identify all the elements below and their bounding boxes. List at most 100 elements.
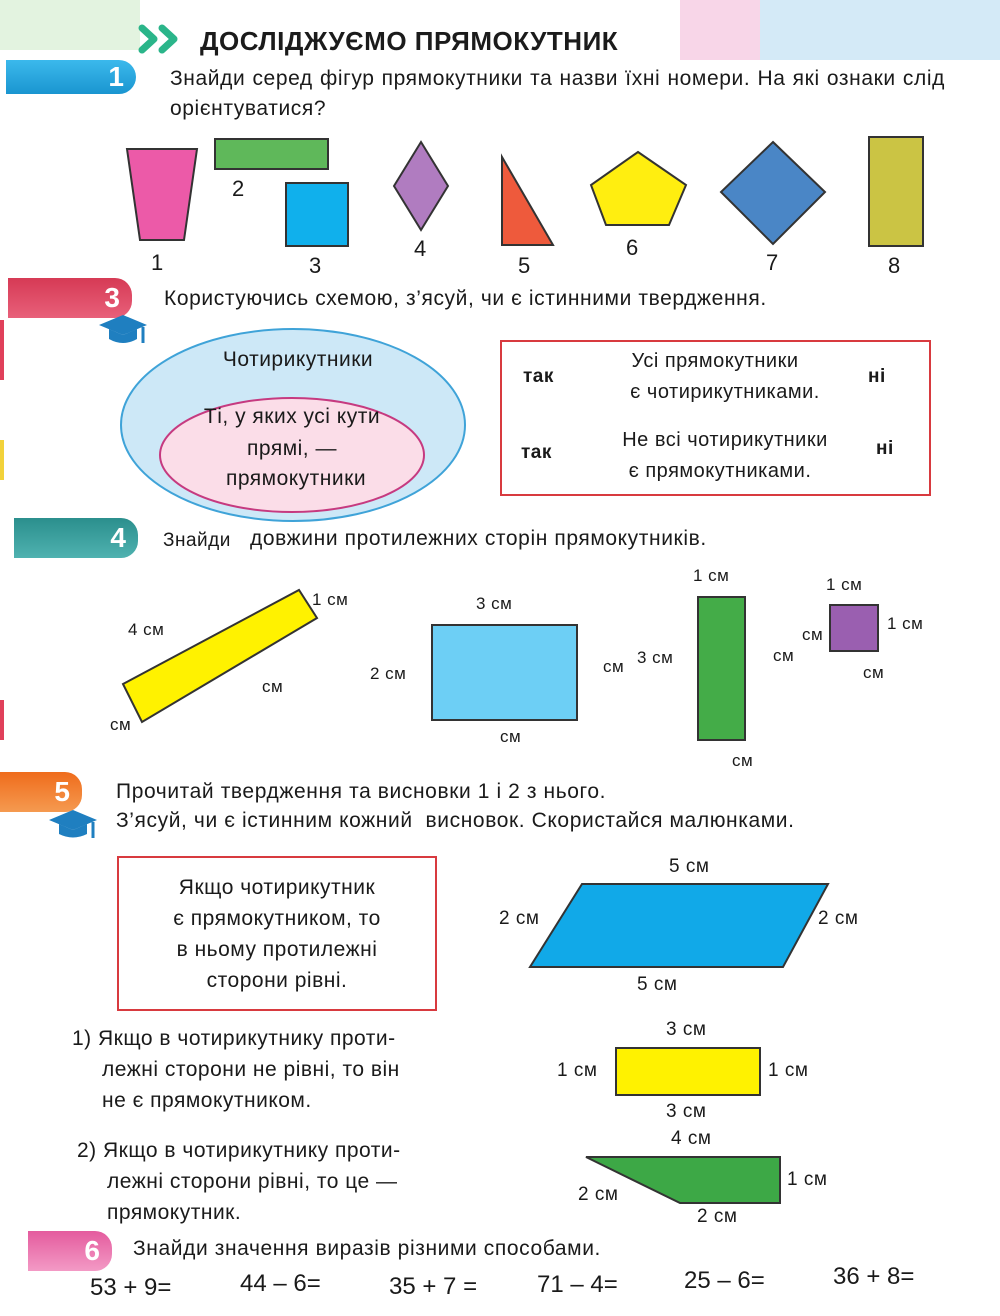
task-4-number: 4 bbox=[110, 522, 126, 553]
statement-1-yes[interactable]: так bbox=[523, 366, 554, 387]
task-4-figures bbox=[121, 588, 879, 741]
task-1-figures bbox=[125, 136, 924, 247]
fig1-label-d: см bbox=[110, 715, 132, 734]
theorem-line-3: в ньому протилежні bbox=[176, 938, 378, 961]
bg-strip-blue bbox=[760, 0, 1000, 60]
expression-1: 53 + 9= bbox=[90, 1274, 172, 1301]
statement-2-yes[interactable]: так bbox=[521, 442, 552, 463]
task-3-text: Користуючись схемою, з’ясуй, чи є істинн… bbox=[164, 287, 767, 310]
theorem-line-4: сторони рівні. bbox=[206, 969, 348, 992]
para-label-bottom: 5 см bbox=[637, 974, 678, 995]
figure-3-blue-square bbox=[285, 182, 349, 247]
trap-label-bottom: 2 см bbox=[697, 1206, 738, 1227]
rect-label-right: 1 см bbox=[768, 1060, 809, 1081]
figure-2-green-rect bbox=[214, 138, 329, 170]
statement-2-no[interactable]: ні bbox=[876, 438, 894, 459]
bg-strip-left-yellow bbox=[0, 440, 4, 480]
task-5-badge: 5 bbox=[0, 772, 82, 812]
task-4-text: довжини протилежних сторін прямокутників… bbox=[250, 527, 707, 550]
task-1-badge: 1 bbox=[6, 60, 136, 94]
fig3-label-bottom: см bbox=[732, 751, 754, 770]
fig2-label-bottom: см bbox=[500, 727, 522, 746]
statements-box bbox=[500, 340, 931, 496]
statement-2-line1: Не всі чотирикутники bbox=[622, 429, 828, 451]
statement-1-line1: Усі прямокутники bbox=[631, 350, 799, 372]
expression-5: 25 – 6= bbox=[684, 1267, 765, 1294]
para-label-right: 2 см bbox=[818, 908, 859, 929]
figure-8-olive-rect bbox=[868, 136, 924, 247]
task-5-line1: Прочитай твердження та висновки 1 і 2 з … bbox=[116, 780, 607, 803]
graduation-cap-icon-2 bbox=[49, 810, 97, 838]
graduation-cap-icon bbox=[99, 315, 147, 343]
figure-label-6: 6 bbox=[626, 235, 639, 260]
light-blue-rect bbox=[431, 624, 578, 721]
yellow-rect bbox=[615, 1047, 761, 1096]
fig4-label-bottom: см bbox=[863, 663, 885, 682]
rect-label-left: 1 см bbox=[557, 1060, 598, 1081]
expression-2: 44 – 6= bbox=[240, 1270, 321, 1297]
conclusion-1-line-1: 1) Якщо в чотирикутнику проти- bbox=[72, 1027, 396, 1050]
task-1-text: Знайди серед фігур прямокутники та назви… bbox=[170, 67, 945, 120]
figure-label-2: 2 bbox=[232, 176, 245, 201]
task-5-number: 5 bbox=[54, 776, 70, 807]
bg-strip-pink bbox=[680, 0, 760, 60]
fig4-label-left: см bbox=[802, 625, 824, 644]
statement-1-no[interactable]: ні bbox=[868, 366, 886, 387]
purple-square bbox=[829, 604, 879, 652]
trap-label-right: 1 см bbox=[787, 1169, 828, 1190]
parallelogram bbox=[528, 883, 830, 968]
fig4-label-top: 1 см bbox=[826, 575, 863, 594]
task-1-number: 1 bbox=[108, 61, 124, 92]
double-chevron-icon bbox=[138, 24, 178, 54]
statement-1-line2: є чотирикутниками. bbox=[630, 381, 820, 403]
fig3-label-right: см bbox=[773, 646, 795, 665]
fig1-label-c: см bbox=[262, 677, 284, 696]
outer-set-label: Чотирикутники bbox=[222, 348, 374, 371]
bg-strip-left-pink bbox=[0, 320, 4, 380]
conclusion-1-line-2: лежні сторони не рівні, то він bbox=[102, 1058, 400, 1081]
fig2-label-top: 3 см bbox=[476, 594, 513, 613]
task-3-number: 3 bbox=[104, 282, 120, 313]
figure-6-pentagon bbox=[589, 150, 688, 226]
figure-label-1: 1 bbox=[151, 250, 164, 275]
rect-label-bottom: 3 см bbox=[666, 1101, 707, 1122]
para-label-left: 2 см bbox=[499, 908, 540, 929]
bg-strip-green bbox=[0, 0, 140, 50]
green-tall-rect bbox=[697, 596, 746, 741]
expression-4: 71 – 4= bbox=[537, 1271, 618, 1298]
slanted-yellow-rect bbox=[121, 588, 319, 724]
bg-strip-left-red bbox=[0, 700, 4, 740]
task-4-badge: 4 bbox=[14, 518, 138, 558]
fig3-label-top: 1 см bbox=[693, 566, 730, 585]
figure-label-7: 7 bbox=[766, 250, 779, 275]
fig4-label-right: 1 см bbox=[887, 614, 924, 633]
task-6-badge: 6 bbox=[28, 1231, 112, 1271]
conclusion-1-line-3: не є прямокутником. bbox=[102, 1089, 312, 1112]
task-3-badge: 3 bbox=[8, 278, 132, 318]
figure-1-trapezoid bbox=[125, 148, 199, 241]
trap-label-left: 2 см bbox=[578, 1184, 619, 1205]
conclusion-2-line-1: 2) Якщо в чотирикутнику проти- bbox=[77, 1139, 401, 1162]
figure-label-4: 4 bbox=[414, 236, 427, 261]
task-5-line2: З’ясуй, чи є істинним кожний висновок. С… bbox=[116, 809, 795, 832]
para-label-top: 5 см bbox=[669, 856, 710, 877]
expression-6: 36 + 8= bbox=[833, 1263, 915, 1290]
conclusion-2-line-3: прямокутник. bbox=[107, 1201, 242, 1224]
task-6-text: Знайди значення виразів різними способам… bbox=[133, 1237, 601, 1260]
conclusion-2-line-2: лежні сторони рівні, то це — bbox=[107, 1170, 398, 1193]
figure-4-rhombus bbox=[392, 140, 450, 232]
fig2-label-left: 2 см bbox=[370, 664, 407, 683]
rect-label-top: 3 см bbox=[666, 1019, 707, 1040]
figure-label-3: 3 bbox=[309, 253, 322, 278]
theorem-line-2: є прямокутником, то bbox=[173, 907, 381, 930]
figure-label-8: 8 bbox=[888, 253, 901, 278]
inner-set-label-2: прямі, — bbox=[247, 437, 337, 460]
theorem-box bbox=[117, 856, 437, 1011]
fig1-label-b: 1 см bbox=[312, 590, 349, 609]
task-5-figures bbox=[528, 883, 830, 1204]
fig1-label-a: 4 см bbox=[128, 620, 165, 639]
inner-set-label-3: прямокутники bbox=[225, 467, 367, 490]
task-6-number: 6 bbox=[84, 1235, 100, 1266]
statement-2-line2: є прямокутниками. bbox=[628, 460, 812, 482]
expression-3: 35 + 7 = bbox=[389, 1273, 478, 1300]
